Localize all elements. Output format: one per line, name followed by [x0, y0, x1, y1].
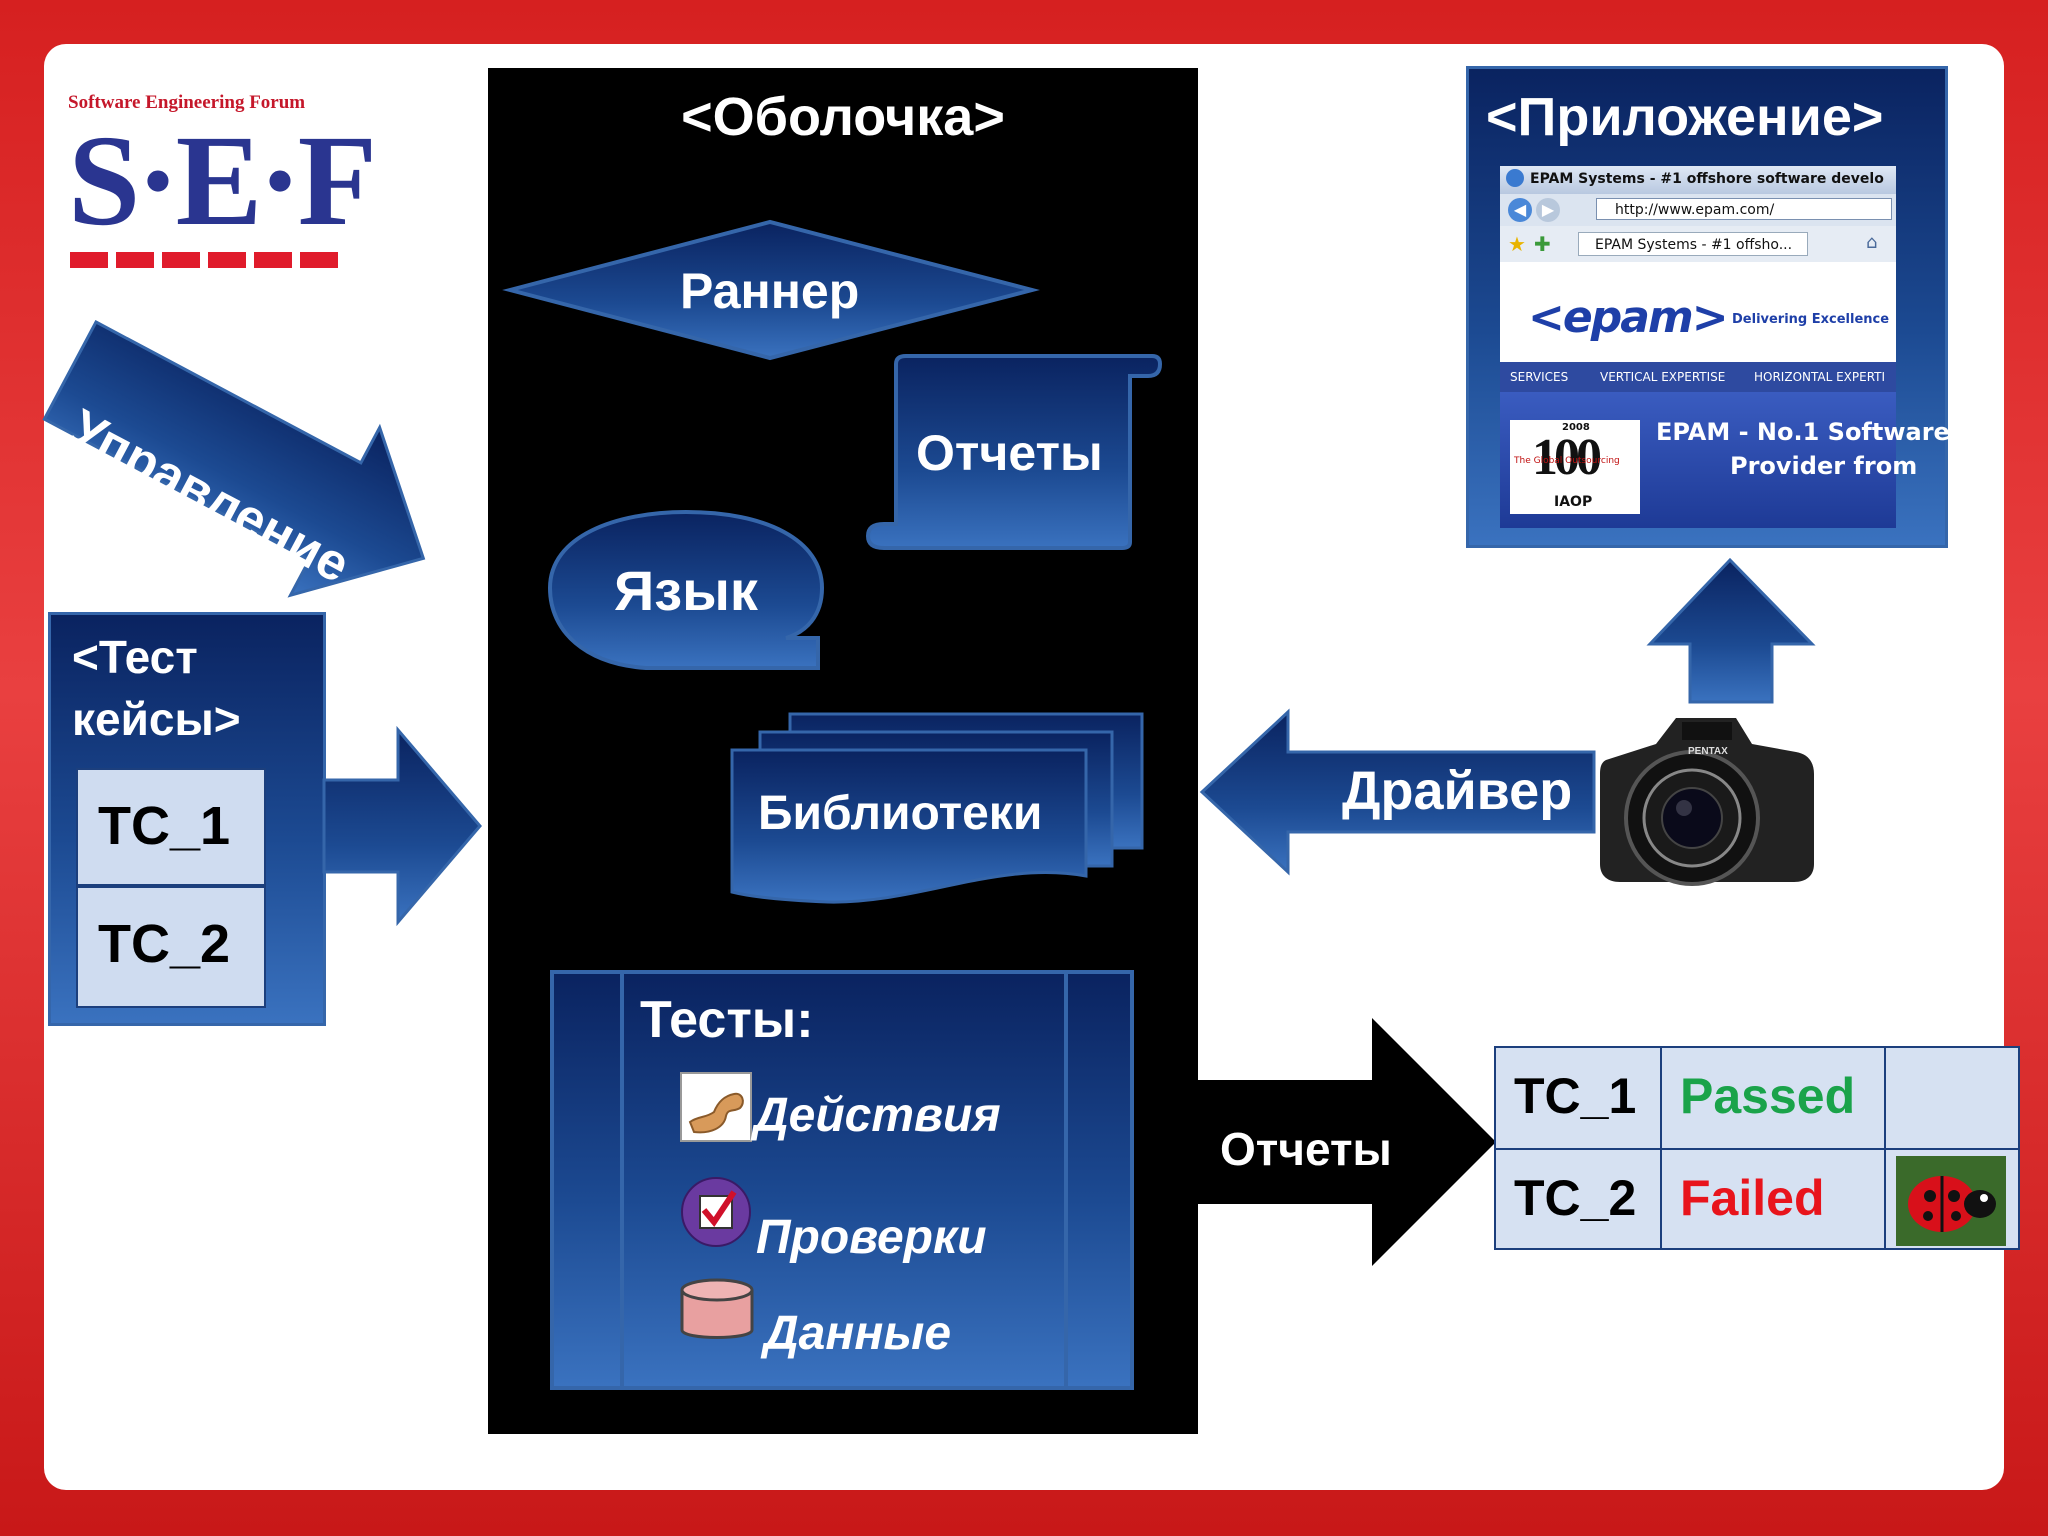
test-case-item: TC_2	[76, 886, 266, 1008]
tests-item-actions: Действия	[754, 1089, 1001, 1142]
epam-nav-services[interactable]: SERVICES	[1510, 370, 1569, 384]
add-favorites-icon[interactable]: ✚	[1534, 232, 1551, 256]
browser-address-field[interactable]: http://www.epam.com/	[1596, 198, 1892, 220]
logo-forum-text: Software Engineering Forum	[68, 92, 306, 113]
test-cases-title-line2: кейсы>	[72, 693, 241, 745]
libraries-label: Библиотеки	[758, 787, 1043, 840]
iaop-badge: 2008 100 The Global Outsourcing IAOP	[1510, 420, 1640, 514]
tests-right-column	[1064, 972, 1136, 1388]
reports-scroll-label: Отчеты	[916, 425, 1103, 481]
epam-banner: 2008 100 The Global Outsourcing IAOP EPA…	[1500, 392, 1950, 528]
muscle-arm-icon	[680, 1072, 752, 1142]
runner-shape	[502, 219, 1040, 361]
database-icon	[680, 1278, 754, 1339]
epam-logo: <epam>	[1528, 292, 1729, 343]
result-status-failed: Failed	[1660, 1148, 1886, 1250]
tests-item-checks: Проверки	[756, 1211, 987, 1264]
tests-item-data: Данные	[764, 1307, 952, 1360]
browser-screenshot: EPAM Systems - #1 offshore software deve…	[1500, 166, 1950, 528]
epam-header: <epam> Delivering Excellence	[1500, 262, 1896, 362]
language-shape	[547, 509, 825, 670]
up-arrow	[1646, 557, 1816, 704]
epam-tagline: Delivering Excellence	[1732, 312, 1890, 327]
home-icon[interactable]: ⌂	[1866, 232, 1878, 253]
browser-tabbar: ★ ✚ EPAM Systems - #1 offsho... ⌂	[1500, 226, 1896, 263]
camera-brand: PENTAX	[1688, 746, 1728, 757]
shell-title: <Оболочка>	[681, 87, 1005, 147]
tests-panel	[550, 970, 1134, 1390]
result-tc: TC_1	[1494, 1046, 1662, 1150]
epam-nav-vertical[interactable]: VERTICAL EXPERTISE	[1600, 370, 1726, 384]
test-case-item: TC_1	[76, 768, 266, 886]
sef-logo: Software Engineering Forum S·E·F	[68, 92, 377, 282]
test-cases-title-line1: <Тест	[72, 631, 198, 683]
runner-label: Раннер	[680, 263, 860, 319]
browser-titlebar: EPAM Systems - #1 offshore software deve…	[1500, 166, 1896, 194]
favorites-star-icon[interactable]: ★	[1508, 232, 1526, 256]
epam-nav: SERVICES VERTICAL EXPERTISE HORIZONTAL E…	[1500, 362, 1896, 392]
driver-label: Драйвер	[1342, 761, 1573, 821]
iaop-year: 2008	[1562, 422, 1590, 433]
iaop-org: IAOP	[1554, 494, 1593, 510]
ladybug-icon	[1896, 1156, 2006, 1246]
result-icon-cell	[1884, 1046, 2020, 1150]
test-cases-arrow	[322, 725, 482, 927]
reports-scroll-shape	[865, 354, 1163, 550]
banner-line2: Provider from	[1730, 452, 1918, 480]
logo-letters: S·E·F	[68, 109, 377, 253]
control-arrow	[42, 319, 426, 598]
browser-tab[interactable]: EPAM Systems - #1 offsho...	[1578, 232, 1808, 256]
browser-window-title: EPAM Systems - #1 offshore software deve…	[1530, 171, 1884, 187]
reports-arrow-label: Отчеты	[1220, 1123, 1392, 1175]
iaop-text: The Global Outsourcing	[1514, 456, 1620, 466]
result-tc: TC_2	[1494, 1148, 1662, 1250]
forward-icon[interactable]: ▶	[1536, 198, 1560, 222]
driver-arrow	[1199, 708, 1596, 876]
application-title: <Приложение>	[1486, 87, 1884, 147]
ie-icon	[1506, 169, 1524, 187]
browser-addressbar-row: ◀ ▶ http://www.epam.com/	[1500, 194, 1896, 226]
result-status-passed: Passed	[1660, 1046, 1886, 1150]
tests-left-column	[552, 972, 624, 1388]
tests-title: Тесты:	[640, 991, 814, 1049]
back-icon[interactable]: ◀	[1508, 198, 1532, 222]
language-label: Язык	[614, 559, 758, 622]
logo-bars	[70, 252, 346, 268]
reports-arrow	[1196, 1018, 1496, 1266]
libraries-shape	[730, 712, 1144, 904]
epam-nav-horizontal[interactable]: HORIZONTAL EXPERTI	[1754, 370, 1886, 384]
banner-line1: EPAM - No.1 Software	[1656, 418, 1950, 446]
iaop-number: 100	[1532, 429, 1602, 486]
camera-icon: PENTAX	[1600, 718, 1814, 886]
checkbox-icon	[681, 1177, 751, 1247]
